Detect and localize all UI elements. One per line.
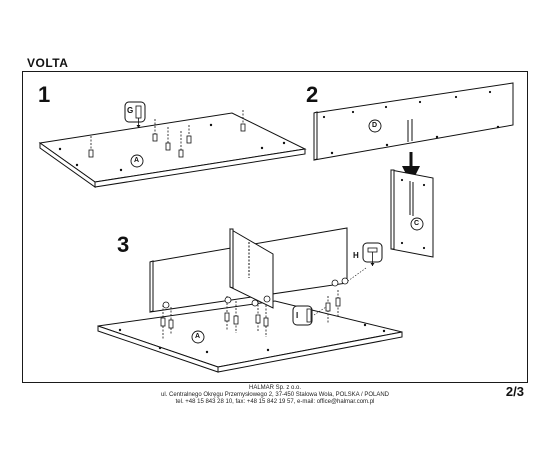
step3-detail-i <box>292 305 327 326</box>
instruction-frame <box>22 71 528 383</box>
step1-panel-a <box>38 112 307 188</box>
part-label-a3: A <box>195 333 201 340</box>
step-number-1: 1 <box>38 82 51 107</box>
step3-divider-c <box>229 228 274 309</box>
part-label-h: H <box>353 251 359 260</box>
step3-base-panel-a <box>97 300 403 373</box>
step-number-3: 3 <box>117 232 130 257</box>
part-label-d: D <box>372 122 378 129</box>
step2-panel-d <box>313 82 514 161</box>
footer-company: HALMAR Sp. z o.o. <box>248 385 302 391</box>
part-circle-a3 <box>191 330 205 344</box>
part-label-c: C <box>414 220 420 227</box>
footer-contact: tel. +48 15 843 28 10, fax: +48 15 842 1… <box>175 399 375 405</box>
step2-panel-c <box>390 169 434 258</box>
step1-holes <box>58 123 286 172</box>
page-number: 2/3 <box>505 384 524 399</box>
part-label-i: I <box>296 311 299 320</box>
step3-pins <box>160 290 341 340</box>
footer-address: ul. Centralnego Okręgu Przemysłowego 2, … <box>160 392 389 398</box>
step-number-2: 2 <box>306 82 319 107</box>
part-circle-c <box>410 217 424 231</box>
step1-pins <box>88 110 246 158</box>
part-label-a1: A <box>134 157 140 164</box>
step3-holes <box>118 323 386 354</box>
step2-holes <box>322 90 500 155</box>
part-circle-a1 <box>130 154 144 168</box>
part-circle-d <box>368 119 382 133</box>
step1-detail-g <box>124 101 146 128</box>
step3-detail-h <box>347 242 383 282</box>
step2-panel-c-holes <box>400 178 426 250</box>
part-label-g: G <box>127 106 134 115</box>
product-title: VOLTA <box>27 56 69 70</box>
